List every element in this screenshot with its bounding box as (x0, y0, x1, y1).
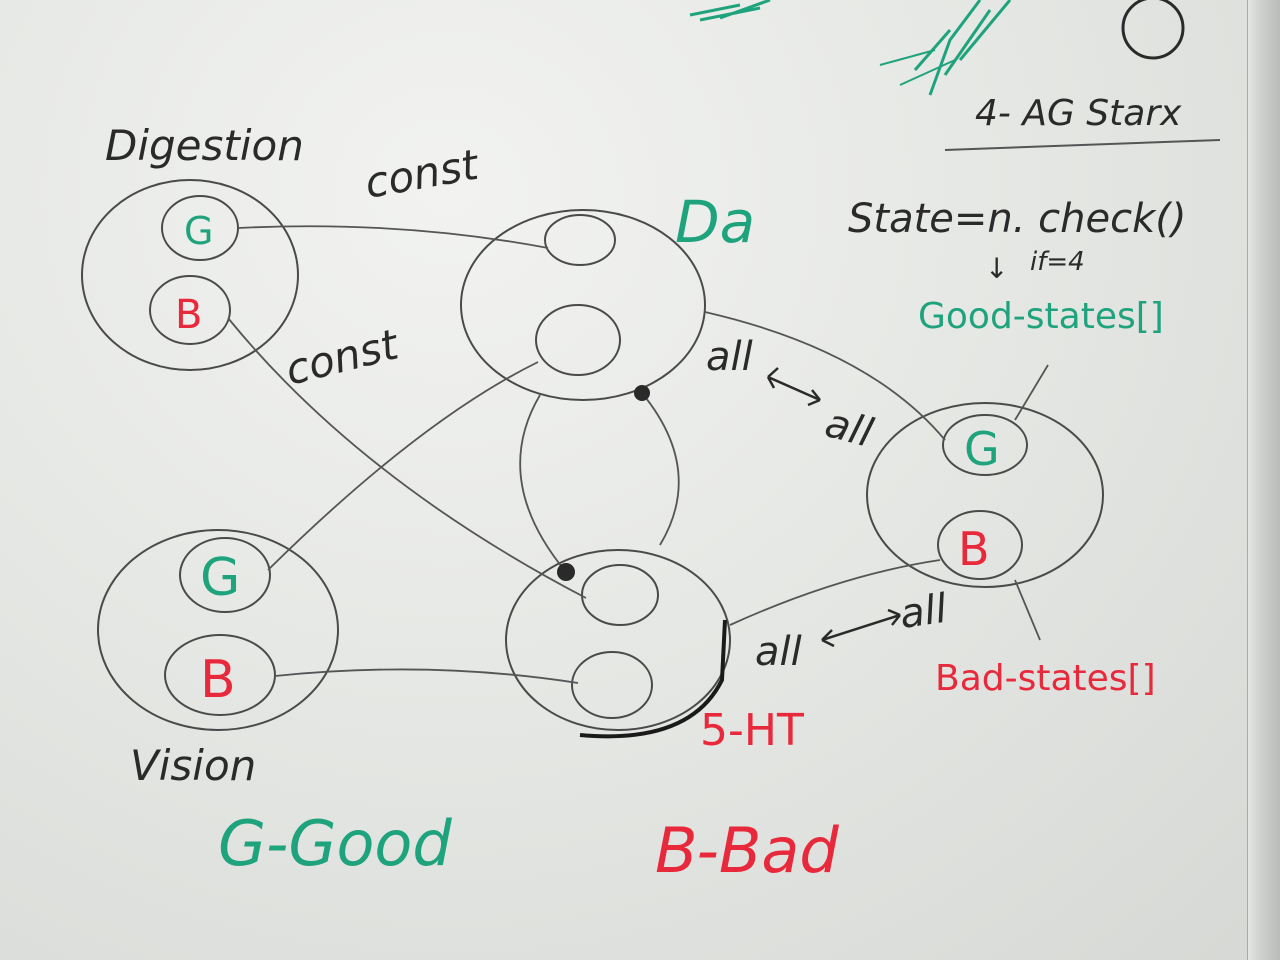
corner-underline (944, 139, 1221, 151)
link-da-mt-right-arc (641, 392, 680, 546)
bad-pointer-line (1014, 579, 1041, 641)
digestion-group: Digestion G B (81, 121, 304, 371)
da-label: Da (675, 188, 755, 256)
right-g-circle (942, 414, 1028, 476)
da-top-circle (544, 214, 616, 266)
right-b-label: B (958, 522, 990, 576)
if-note: if=4 (1030, 247, 1085, 277)
vision-g-label: G (200, 548, 240, 608)
vision-b-label: B (200, 650, 236, 710)
right-outer-circle (866, 402, 1104, 588)
double-arrow-bottom-icon (821, 608, 901, 648)
mt-label: 5-HT (700, 705, 804, 756)
da-group: Da (460, 188, 755, 401)
double-arrow-top-icon (766, 367, 821, 407)
const-top-label: const (361, 140, 483, 208)
good-pointer-line (1014, 364, 1049, 421)
whiteboard-frame-edge (1247, 0, 1280, 960)
all-left-top-label: all (706, 334, 753, 380)
digestion-outer-circle (81, 179, 299, 371)
digestion-label: Digestion (105, 121, 304, 170)
link-digestion-b-to-mt (227, 317, 587, 599)
vision-b-circle (164, 634, 276, 716)
legend-good: G-Good (218, 807, 452, 880)
da-bottom-circle (535, 304, 621, 376)
mt-outer-circle (505, 549, 731, 731)
digestion-b-circle (149, 275, 231, 345)
digestion-b-label: B (175, 292, 202, 338)
all-right-bottom-label: all (897, 586, 950, 638)
link-vision-g-to-da (267, 361, 539, 571)
right-g-label: G (964, 422, 1000, 476)
mt-top-circle (581, 564, 659, 626)
state-check-line: State=n. check() (848, 196, 1187, 242)
junction-dot-top (634, 385, 650, 401)
mt-bottom-circle (571, 651, 653, 719)
bad-states-label: Bad-states[] (935, 658, 1156, 699)
all-left-bottom-label: all (755, 629, 802, 675)
vision-label: Vision (130, 741, 256, 790)
state-arrow: ↓ (985, 252, 1008, 285)
digestion-g-label: G (184, 209, 213, 253)
corner-circle-icon (1121, 0, 1185, 60)
da-outer-circle (460, 209, 706, 401)
all-right-top-label: all (820, 400, 877, 457)
const-mid-label: const (281, 319, 405, 394)
legend-bad: B-Bad (655, 814, 839, 887)
link-digestion-g-to-da (237, 225, 549, 249)
link-da-to-right-g (704, 311, 946, 441)
good-states-label: Good-states[] (918, 296, 1164, 337)
mt-thick-arc (579, 619, 727, 739)
corner-note: 4- AG Starx (975, 93, 1182, 134)
vision-g-circle (179, 537, 271, 613)
right-b-circle (937, 510, 1023, 580)
right-group: G B (866, 364, 1104, 641)
vision-outer-circle (97, 529, 339, 731)
link-da-mt-left-arc (519, 394, 567, 573)
junction-dot-bottom (557, 563, 575, 581)
connections (227, 225, 946, 684)
link-mt-to-right-b (729, 559, 941, 626)
link-vision-b-to-mt (274, 668, 579, 684)
green-scribble-decoration (689, 0, 1012, 96)
vision-group: G B Vision (97, 529, 339, 790)
